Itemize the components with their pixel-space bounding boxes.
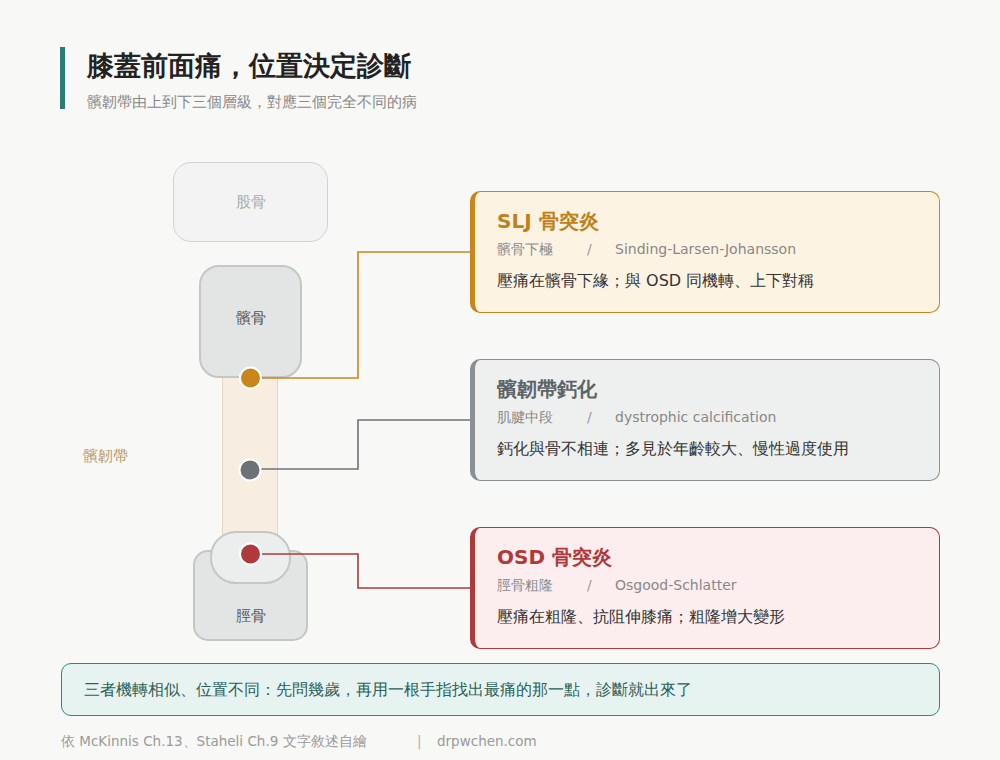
bone-name: 脛骨 xyxy=(193,607,308,627)
subtitle: 髕韌帶由上到下三個層級，對應三個完全不同的病 xyxy=(87,93,417,113)
location-term: 脛骨粗隆 xyxy=(497,576,553,594)
diagnosis-card: SLJ 骨突炎髕骨下極 / Sinding-Larsen-Johansson 壓痛在髕… xyxy=(470,191,940,313)
summary-box: 三者機轉相似、位置不同：先問幾歲，再用一根手指找出最痛的那一點，診斷就出來了 xyxy=(61,663,940,716)
tuberosity-outline xyxy=(211,532,290,583)
tendon-label: 髕韌帶 xyxy=(83,447,128,467)
title-accent-bar xyxy=(60,47,65,109)
diagnosis-card: OSD 骨突炎脛骨粗隆 / Osgood-Schlatter 壓痛在粗隆、抗阻伸膝痛；… xyxy=(470,527,940,649)
card-heading: SLJ 骨突炎 xyxy=(497,208,599,234)
location-term: 肌腱中段 xyxy=(497,408,553,426)
separator: / xyxy=(587,408,592,426)
card-body: 壓痛在粗隆、抗阻伸膝痛；粗隆增大變形 xyxy=(497,607,785,628)
card-heading: OSD 骨突炎 xyxy=(497,544,612,570)
english-term: Sinding-Larsen-Johansson xyxy=(615,240,796,258)
bone-name: 股骨 xyxy=(174,193,327,213)
summary-text: 三者機轉相似、位置不同：先問幾歲，再用一根手指找出最痛的那一點，診斷就出來了 xyxy=(84,680,692,701)
website: drpwchen.com xyxy=(437,733,537,751)
separator: | xyxy=(417,733,422,751)
english-term: Osgood-Schlatter xyxy=(615,576,737,594)
tibia-shape: 脛骨 xyxy=(193,531,308,641)
location-term: 髕骨下極 xyxy=(497,240,553,258)
english-term: dystrophic calcification xyxy=(615,408,776,426)
leader-connector xyxy=(250,420,470,469)
card-heading: 髕韌帶鈣化 xyxy=(497,376,597,402)
femur-box: 股骨 xyxy=(173,162,328,242)
diagram-title: 膝蓋前面痛，位置決定診斷 xyxy=(87,48,411,83)
diagnosis-card: 髕韌帶鈣化肌腱中段 / dystrophic calcification 鈣化與骨不相… xyxy=(470,359,940,481)
separator: / xyxy=(587,576,592,594)
source-note: 依 McKinnis Ch.13、Staheli Ch.9 文字敘述自繪 xyxy=(61,733,367,751)
bone-name: 髕骨 xyxy=(201,309,300,329)
separator: / xyxy=(587,240,592,258)
patella-box: 髕骨 xyxy=(199,265,302,378)
card-body: 鈣化與骨不相連；多見於年齡較大、慢性過度使用 xyxy=(497,439,849,460)
card-body: 壓痛在髕骨下緣；與 OSD 同機轉、上下對稱 xyxy=(497,271,814,292)
